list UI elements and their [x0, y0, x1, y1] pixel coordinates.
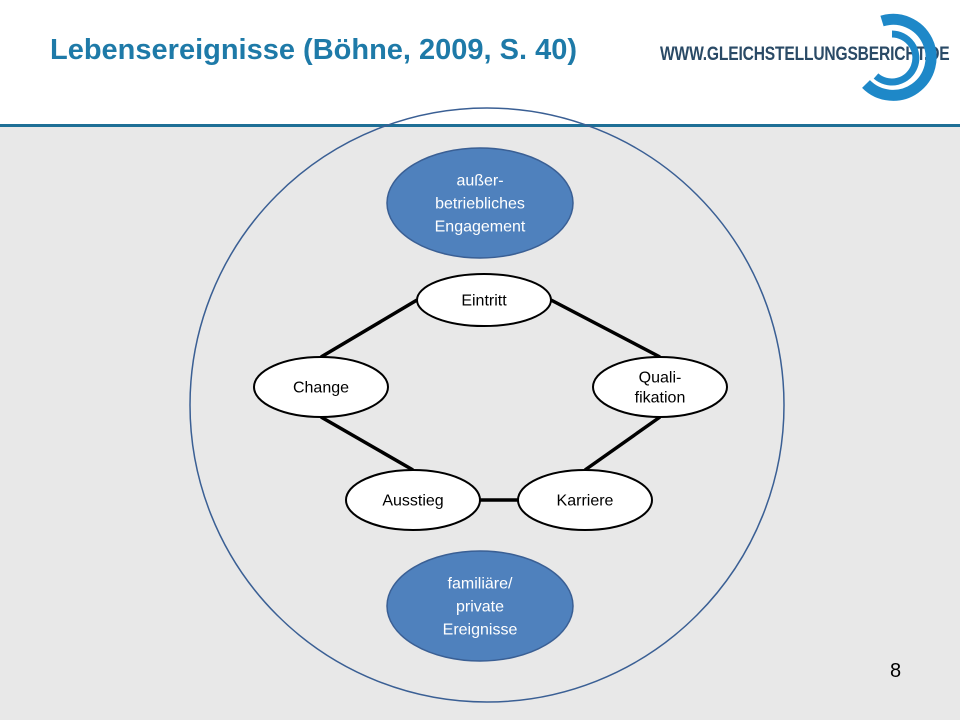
node-eintritt: Eintritt [416, 273, 552, 327]
node-shape-familiaer [386, 550, 574, 662]
logo-ring-icon [862, 13, 937, 101]
node-label-change: Change [293, 380, 349, 397]
node-label-karriere: Karriere [557, 493, 614, 510]
node-label-ausstieg: Ausstieg [382, 493, 443, 510]
node-label-qualifikation: Quali- [639, 370, 682, 387]
node-shape-qualifikation [592, 356, 728, 418]
node-label-ausserbetrieblich: betriebliches [435, 196, 525, 213]
node-label-familiaer: Ereignisse [443, 622, 518, 639]
node-shape-ausserbetrieblich [386, 147, 574, 259]
node-qualifikation: Quali-fikation [592, 356, 728, 418]
node-label-familiaer: private [456, 599, 504, 616]
connector-eintritt-qualifikation [550, 298, 661, 359]
node-shape-karriere [517, 469, 653, 531]
slide-header: Lebensereignisse (Böhne, 2009, S. 40) WW… [0, 0, 960, 124]
node-label-qualifikation: fikation [635, 390, 686, 407]
node-label-ausserbetrieblich: außer- [456, 173, 503, 190]
node-shape-eintritt [416, 273, 552, 327]
connector-qualifikation-karriere [583, 415, 662, 472]
inner-connections [320, 298, 662, 502]
site-url-logo-text: WWW.GLEICHSTELLUNGSBERICHT.DE [660, 44, 950, 65]
node-label-familiaer: familiäre/ [448, 576, 513, 593]
node-change: Change [253, 356, 389, 418]
node-ausstieg: Ausstieg [345, 469, 481, 531]
node-label-ausserbetrieblich: Engagement [435, 219, 526, 236]
node-karriere: Karriere [517, 469, 653, 531]
slide-title: Lebensereignisse (Böhne, 2009, S. 40) [50, 34, 578, 66]
connector-ausstieg-change [320, 415, 414, 472]
node-shape-change [253, 356, 389, 418]
outer-ring [189, 107, 785, 703]
header-divider [0, 124, 960, 127]
node-shape-ausstieg [345, 469, 481, 531]
page-number: 8 [890, 660, 902, 682]
node-label-eintritt: Eintritt [461, 293, 507, 310]
connector-change-eintritt [320, 298, 418, 359]
